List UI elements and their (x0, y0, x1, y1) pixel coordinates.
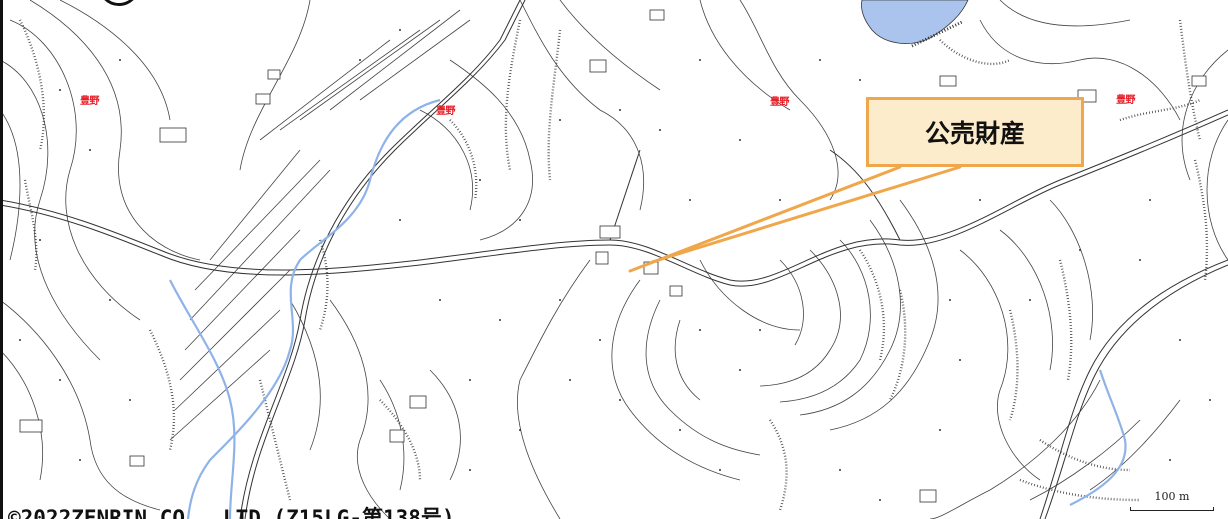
place-name: 豊野 (80, 96, 100, 107)
copyright-notice: ©2022ZENRIN CO., LTD (Z15LG-第138号) (8, 506, 455, 519)
buildings (19, 9, 1207, 503)
frame-left-border (0, 0, 3, 519)
scale-bar-line (1130, 507, 1214, 511)
place-name: 豊野 (436, 106, 456, 117)
callout-leader-lines (628, 165, 962, 273)
rivers (169, 98, 1127, 519)
scale-label: 100 m (1154, 490, 1190, 503)
field-strips (169, 9, 471, 441)
scale-bar: 100 m (1128, 490, 1216, 516)
callout-label: 公売財産 (924, 119, 1025, 148)
property-callout: 公売財産 (866, 97, 1084, 167)
dam-hatch (911, 20, 963, 48)
cliff-hatching (18, 19, 1209, 511)
place-name: 豊野 (1116, 95, 1136, 106)
place-name: 豊野 (770, 97, 790, 108)
lake (861, 0, 969, 44)
vegetation-dots (19, 29, 1211, 501)
